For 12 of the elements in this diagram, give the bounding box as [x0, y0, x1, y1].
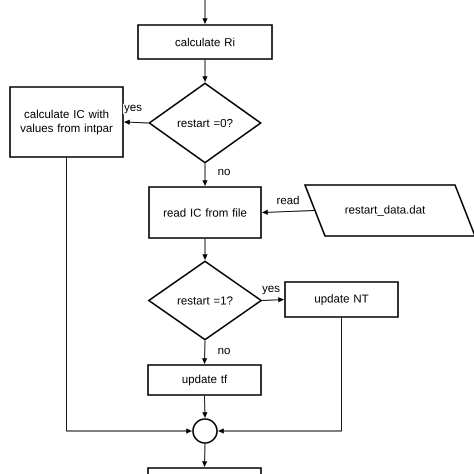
process-box: update tf: [147, 364, 262, 396]
edge-label: read: [276, 194, 301, 206]
edge-label: yes: [261, 284, 281, 296]
process-box: update NT: [284, 281, 399, 318]
connector-circle: [192, 418, 218, 444]
process-box: calculate Ri: [137, 24, 273, 60]
process-box: read IC from file: [148, 186, 262, 239]
edge-label: yes: [123, 104, 143, 114]
edge-label: no: [216, 346, 232, 356]
process-box: calculate IC with values from intpar: [9, 86, 124, 158]
edge-label: no: [216, 168, 232, 176]
process-box: [147, 467, 262, 474]
